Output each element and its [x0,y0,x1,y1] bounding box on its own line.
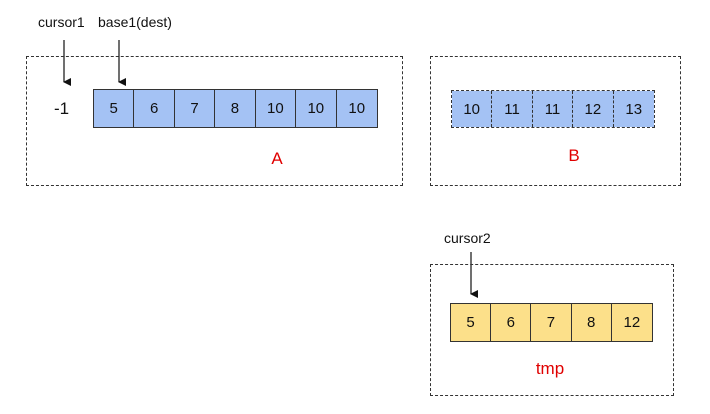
array-a-cell: 10 [336,90,377,127]
array-tmp-container [430,264,674,396]
base1-label: base1(dest) [98,14,172,30]
array-tmp-cell: 5 [451,304,492,341]
cursor2-label: cursor2 [444,230,491,246]
array-b-cell: 12 [573,91,614,127]
array-b-cell: 13 [613,91,654,127]
array-a-cell: 7 [174,90,216,127]
array-a-cell: 8 [215,90,256,127]
cursor1-label: cursor1 [38,14,85,30]
array-b-label: B [568,146,580,165]
array-tmp-cell: 6 [491,304,532,341]
array-a-label: A [271,149,283,168]
array-b-cell: 10 [452,91,493,127]
array-b-cell: 11 [532,91,574,127]
array-tmp-label: tmp [535,359,565,378]
cursor1-start-value: -1 [54,99,70,118]
array-tmp-cell: 8 [571,304,612,341]
array-a-cell: 6 [134,90,175,127]
array-tmp-cell: 12 [611,304,652,341]
array-a-container [26,56,403,186]
array-tmp-cell: 7 [531,304,572,341]
array-b-cell: 11 [492,91,533,127]
array-b-container [430,56,681,186]
array-a-cell: 10 [255,90,297,127]
array-a-cell: 5 [94,90,135,127]
array-a-cell: 10 [296,90,337,127]
